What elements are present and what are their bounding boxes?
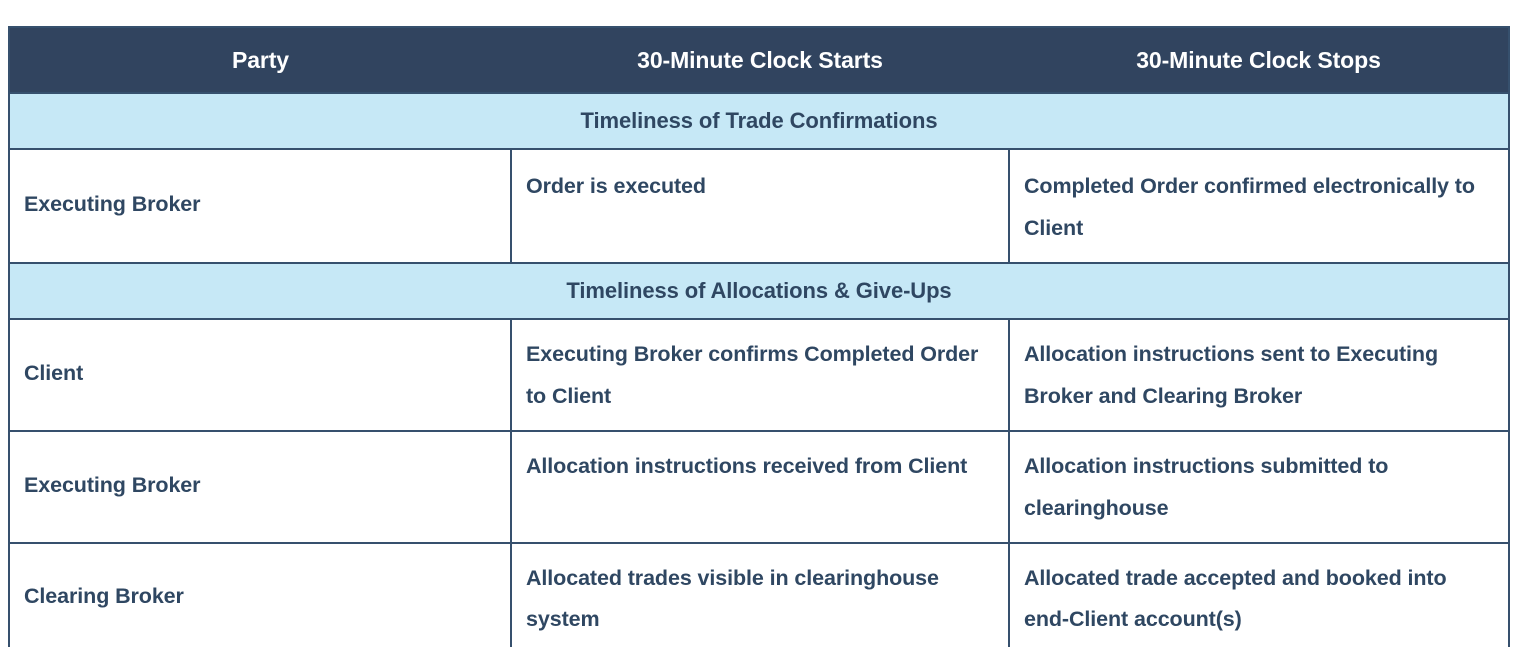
cell-clock-stops: Allocated trade accepted and booked into… (1008, 541, 1510, 647)
section-title-trade-confirmations: Timeliness of Trade Confirmations (9, 92, 1509, 150)
table-row: Client Executing Broker confirms Complet… (8, 317, 1510, 432)
cell-clock-starts: Executing Broker confirms Completed Orde… (510, 317, 1010, 432)
table-header: Party 30-Minute Clock Starts 30-Minute C… (9, 27, 1509, 93)
timeliness-table: Party 30-Minute Clock Starts 30-Minute C… (8, 26, 1510, 647)
cell-party: Executing Broker (8, 148, 512, 264)
table-body: Timeliness of Trade Confirmations Execut… (8, 92, 1510, 647)
cell-clock-stops: Allocation instructions sent to Executin… (1008, 317, 1510, 432)
column-header-party: Party (231, 46, 290, 73)
section-header-row: Timeliness of Allocations & Give-Ups (9, 261, 1509, 320)
table-row: Clearing Broker Allocated trades visible… (8, 541, 1510, 647)
cell-clock-stops: Completed Order confirmed electronically… (1008, 148, 1510, 264)
table-row: Executing Broker Allocation instructions… (8, 429, 1510, 544)
table-row: Executing Broker Order is executed Compl… (8, 148, 1510, 264)
cell-party: Clearing Broker (8, 541, 512, 647)
section-title-allocations-give-ups: Timeliness of Allocations & Give-Ups (9, 261, 1509, 320)
cell-clock-stops: Allocation instructions submitted to cle… (1008, 429, 1510, 544)
cell-party: Executing Broker (8, 429, 512, 544)
column-header-clock-starts: 30-Minute Clock Starts (637, 46, 883, 73)
cell-clock-starts: Allocated trades visible in clearinghous… (510, 541, 1010, 647)
cell-party: Client (8, 317, 512, 432)
timeliness-table-container: Party 30-Minute Clock Starts 30-Minute C… (8, 26, 1510, 647)
cell-clock-starts: Allocation instructions received from Cl… (510, 429, 1010, 544)
section-header-row: Timeliness of Trade Confirmations (9, 92, 1509, 150)
header-row: Party 30-Minute Clock Starts 30-Minute C… (9, 27, 1509, 93)
cell-clock-starts: Order is executed (510, 148, 1010, 264)
column-header-clock-stops: 30-Minute Clock Stops (1136, 46, 1381, 73)
